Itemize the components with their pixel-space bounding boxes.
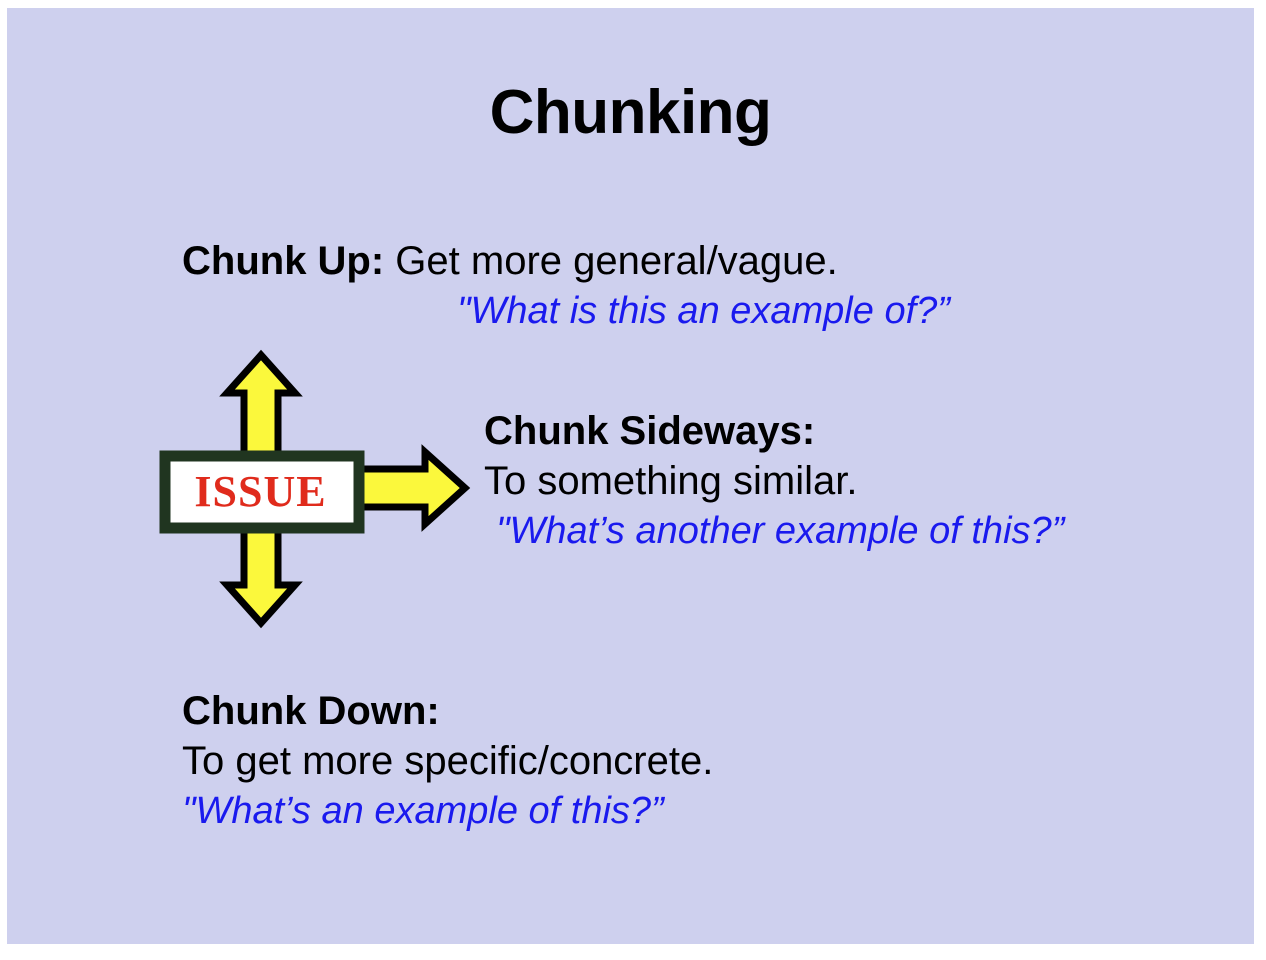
chunk-sideways-label: Chunk Sideways:: [484, 409, 816, 453]
chunk-down-quote: "What’s an example of this?”: [182, 790, 664, 832]
issue-box: [159, 450, 365, 534]
chunk-down-block: Chunk Down: To get more specific/concret…: [182, 686, 713, 836]
chunk-up-label: Chunk Up:: [182, 239, 385, 283]
issue-arrow-diagram: [147, 338, 487, 638]
up-arrow-icon: [219, 349, 303, 467]
right-arrow-icon: [343, 444, 471, 532]
chunk-up-description: Get more general/vague.: [384, 239, 838, 283]
chunk-down-label: Chunk Down:: [182, 689, 440, 733]
slide-canvas: Chunking Chunk Up: Get more general/vagu…: [7, 8, 1254, 944]
chunk-sideways-quote: "What’s another example of this?”: [496, 510, 1065, 552]
chunk-up-quote: "What is this an example of?”: [457, 290, 950, 332]
chunk-up-block: Chunk Up: Get more general/vague.: [182, 236, 838, 286]
chunk-down-description: To get more specific/concrete.: [182, 739, 714, 783]
chunk-sideways-block: Chunk Sideways: To something similar. "W…: [484, 406, 1064, 556]
chunk-up-line: Chunk Up: Get more general/vague.: [182, 236, 838, 286]
page-title: Chunking: [489, 78, 772, 147]
chunk-sideways-description: To something similar.: [484, 459, 858, 503]
chunk-up-quote-wrap: "What is this an example of?”: [457, 286, 950, 336]
